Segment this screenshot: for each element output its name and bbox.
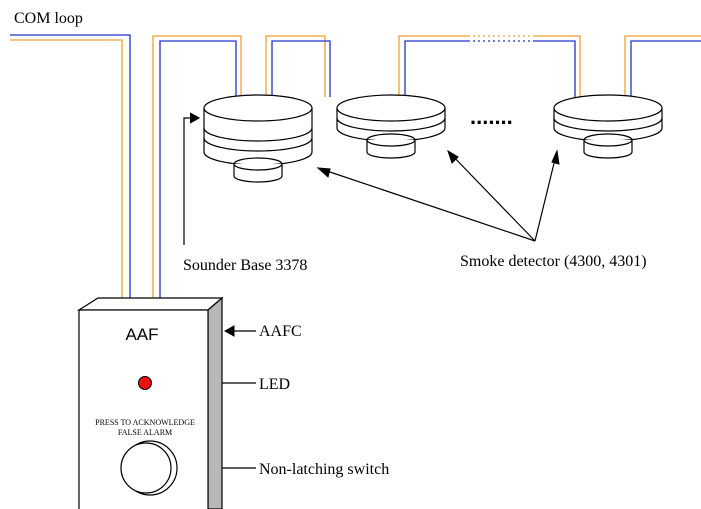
com-loop-label: COM loop [14, 10, 83, 27]
wire-blue-seg3 [404, 40, 468, 97]
wire-orange-in [10, 39, 123, 300]
smoke-detector-with-sounder-base [203, 94, 313, 183]
aafc-label: AAFC [259, 323, 302, 340]
wire-orange-seg3 [398, 35, 468, 97]
acknowledge-caption-line1: PRESS TO ACKNOWLEDGE [95, 418, 195, 427]
aaf-unit: AAF PRESS TO ACKNOWLEDGE FALSE ALARM [76, 296, 224, 509]
aaf-unit-title: AAF [125, 325, 158, 344]
led-label: LED [259, 376, 290, 393]
led-indicator [138, 376, 152, 390]
non-latching-switch[interactable] [120, 440, 178, 496]
annotation-arrows [168, 112, 558, 469]
wire-blue-seg2 [271, 40, 331, 97]
wire-blue-seg5 [630, 40, 701, 97]
wire-orange-seg4 [533, 35, 581, 97]
wire-blue-seg4 [533, 40, 576, 97]
smoke-detector-2 [336, 94, 446, 159]
wire-orange-seg5 [624, 35, 701, 97]
sounder-base-label: Sounder Base 3378 [183, 257, 307, 274]
arrow-heads [166, 149, 560, 474]
switch-label: Non-latching switch [259, 461, 389, 478]
smoke-detector-3 [553, 94, 663, 159]
detector-arrow-2 [447, 150, 536, 242]
wire-blue-seg1 [159, 40, 237, 300]
com-loop-wiring [10, 34, 701, 300]
detector-arrow-3 [534, 150, 558, 242]
smoke-detector-label: Smoke detector (4300, 4301) [460, 253, 647, 270]
wire-orange-seg1 [152, 35, 242, 300]
detector-ellipsis: ....... [470, 104, 513, 129]
detector-arrow-1 [317, 167, 536, 242]
wire-orange-seg2 [265, 35, 326, 97]
acknowledge-caption-line2: FALSE ALARM [118, 428, 172, 437]
wire-blue-in [10, 34, 131, 300]
sounder-base-arrow [183, 117, 198, 245]
